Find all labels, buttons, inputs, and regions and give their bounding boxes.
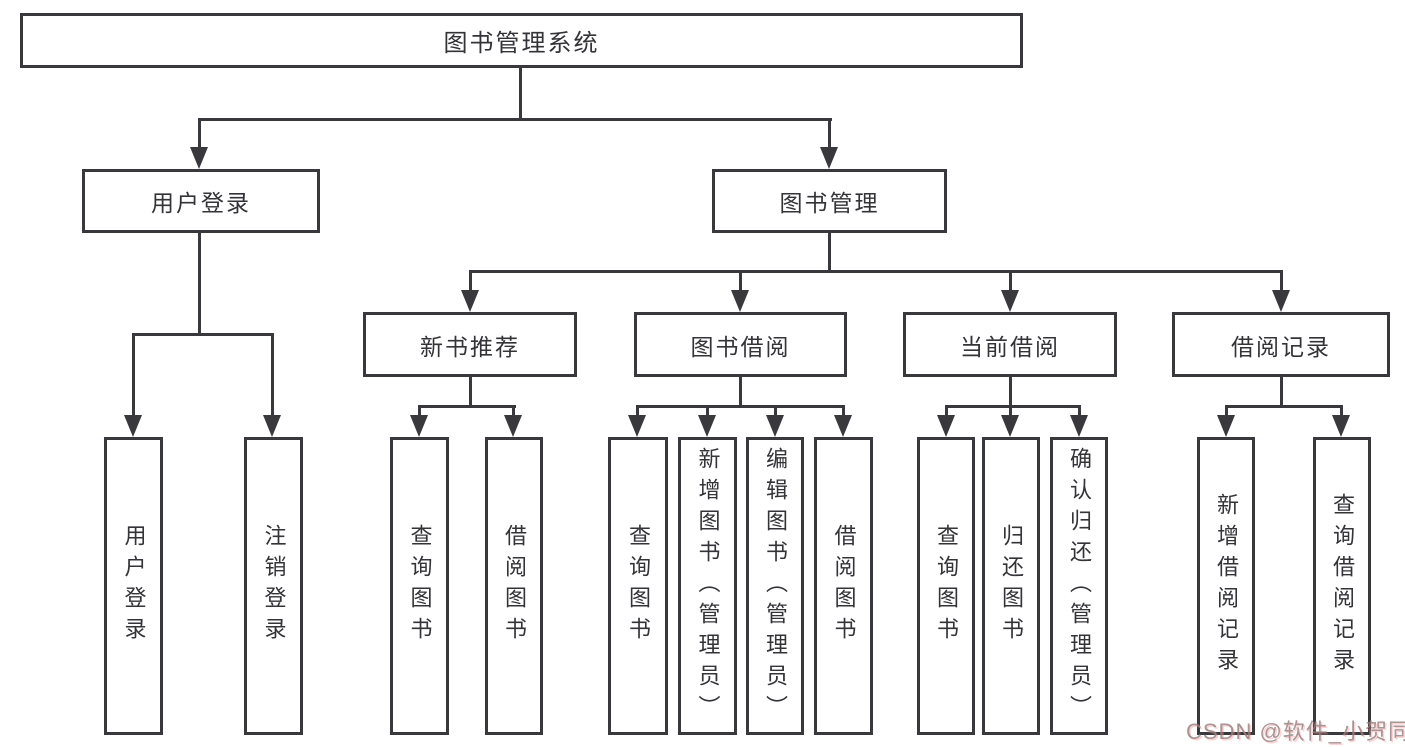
connector-line [418,405,421,418]
connector-line [512,405,515,418]
arrowhead-icon [937,415,955,437]
connector-line [739,377,742,408]
node-user-login: 用户登录 [82,169,320,233]
connector-line [842,405,845,418]
connector-line [945,405,1081,408]
leaf-user-login: 用户登录 [104,437,163,735]
node-new-book-recommend: 新书推荐 [363,312,577,377]
connector-line [774,405,777,418]
arrowhead-icon [1001,290,1019,312]
connector-line [469,270,1283,273]
connector-line [519,67,522,121]
arrowhead-icon [1217,415,1235,437]
arrowhead-icon [628,415,646,437]
arrowhead-icon [263,415,281,437]
connector-line [198,118,201,149]
connector-line [469,377,472,408]
node-book-management: 图书管理 [712,169,947,233]
leaf-add-borrow-record: 新增借阅记录 [1197,437,1255,735]
connector-line [1009,270,1012,292]
connector-line [1225,405,1228,418]
arrowhead-icon [1272,290,1290,312]
connector-line [739,270,742,292]
arrowhead-icon [1332,415,1350,437]
connector-line [636,405,845,408]
connector-line [706,405,709,418]
leaf-query-books-1: 查询图书 [390,437,449,735]
arrowhead-icon [766,415,784,437]
connector-line [828,233,831,273]
connector-line [198,233,201,336]
arrowhead-icon [698,415,716,437]
connector-line [1225,405,1343,408]
leaf-query-borrow-record: 查询借阅记录 [1313,437,1371,735]
node-current-borrow: 当前借阅 [903,312,1117,377]
connector-line [1340,405,1343,418]
node-borrow-record: 借阅记录 [1172,312,1390,377]
connector-line [469,270,472,292]
connector-line [198,118,832,121]
leaf-add-books-admin: 新增图书（管理员） [678,437,737,735]
leaf-query-books-3: 查询图书 [917,437,975,735]
leaf-borrow-books-1: 借阅图书 [485,437,543,735]
arrowhead-icon [1070,415,1088,437]
connector-line [132,333,135,417]
connector-line [271,333,274,417]
connector-line [1009,405,1012,418]
connector-line [1280,270,1283,292]
leaf-borrow-books-2: 借阅图书 [814,437,873,735]
arrowhead-icon [410,415,428,437]
connector-line [1078,405,1081,418]
arrowhead-icon [820,147,838,169]
leaf-confirm-return-admin: 确认归还（管理员） [1050,437,1108,735]
arrowhead-icon [504,415,522,437]
arrowhead-icon [834,415,852,437]
connector-line [945,405,948,418]
leaf-query-books-2: 查询图书 [608,437,668,735]
leaf-return-books: 归还图书 [982,437,1040,735]
leaf-edit-books-admin: 编辑图书（管理员） [746,437,804,735]
arrowhead-icon [190,147,208,169]
arrowhead-icon [731,290,749,312]
connector-line [1280,377,1283,408]
leaf-logout: 注销登录 [244,437,303,735]
node-system-root: 图书管理系统 [20,13,1023,68]
connector-line [132,333,274,336]
node-book-borrow: 图书借阅 [634,312,847,377]
connector-line [636,405,639,418]
watermark: CSDN @软件_小贺同学 [1186,719,1405,744]
arrowhead-icon [461,290,479,312]
connector-line [1009,377,1012,408]
arrowhead-icon [124,415,142,437]
arrowhead-icon [1001,415,1019,437]
connector-line [418,405,516,408]
connector-line [828,118,831,149]
